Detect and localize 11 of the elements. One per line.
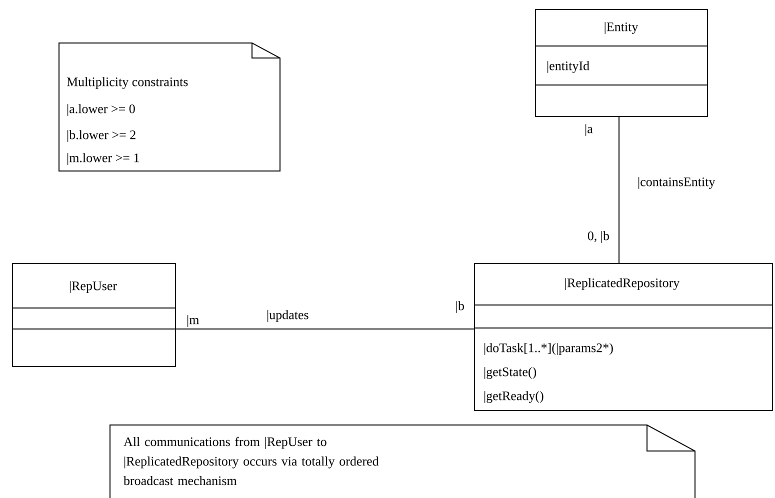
class-box: |ReplicatedRepository |doTask[1..*](|params2*) |getState() |getReady() bbox=[474, 263, 774, 411]
association-line bbox=[176, 328, 474, 330]
note-box: Multiplicity constraints |a.lower >= 0 |b.lower >= 2 |m.lower >= 1 bbox=[58, 42, 280, 172]
class-box: |Entity |entityId bbox=[534, 9, 708, 117]
multiplicity-label: 0, |b bbox=[588, 231, 610, 243]
edge-label: |updates bbox=[266, 309, 310, 323]
multiplicity-label: |m bbox=[187, 315, 200, 327]
association-line bbox=[618, 116, 620, 264]
edge-label: |containsEntity bbox=[636, 176, 716, 190]
class-box: |RepUser bbox=[12, 263, 176, 367]
note-box: All communications from |RepUser to |ReplicatedRepository occurs via totally ordered broadcast mechanism bbox=[110, 424, 696, 498]
